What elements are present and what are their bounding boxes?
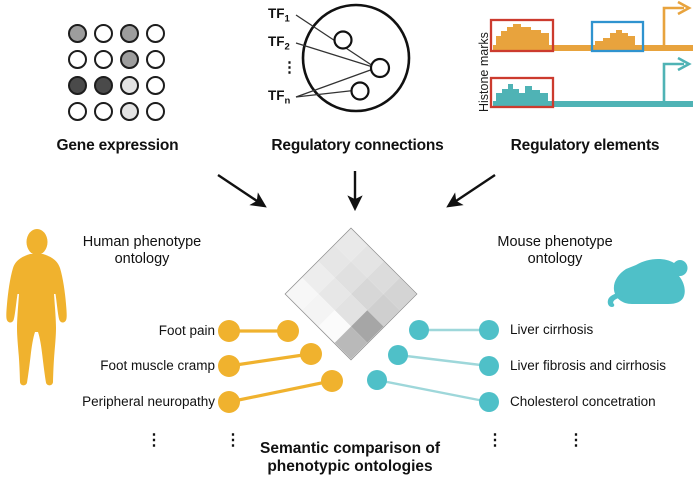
gene-cell-0-3 xyxy=(146,24,165,43)
tf-label-1-text: TF xyxy=(268,6,285,21)
human-term-2: Foot muscle cramp xyxy=(100,358,215,373)
mouse-tss-arrowhead xyxy=(677,56,692,72)
gene-cell-0-2 xyxy=(120,24,139,43)
human-silhouette-icon xyxy=(6,229,67,386)
gene-cell-3-0 xyxy=(68,102,87,121)
mouse-link-2 xyxy=(397,353,490,368)
gene-cell-2-0 xyxy=(68,76,87,95)
gene-cell-2-2 xyxy=(120,76,139,95)
figure-caption-line1: Semantic comparison of xyxy=(259,440,440,457)
gene-cell-0-1 xyxy=(94,24,113,43)
human-link-2 xyxy=(228,352,311,368)
human-peak-right xyxy=(595,30,635,45)
mouse-link-3 xyxy=(376,378,490,404)
edge-tfn-node3 xyxy=(295,89,359,98)
human-tss-stem xyxy=(662,6,684,45)
regulatory-connections-graphic xyxy=(295,3,411,113)
regulatory-elements-graphic xyxy=(489,0,693,109)
gene-cell-2-1 xyxy=(94,76,113,95)
panel-title-gene-expression: Gene expression xyxy=(56,137,179,154)
human-ontology-label-line1: Human phenotype xyxy=(82,234,202,250)
bottom-ellipsis-4: ⋮ xyxy=(568,432,584,449)
human-node-inner-2 xyxy=(300,343,322,365)
mouse-silhouette-icon xyxy=(607,259,688,307)
tf-label-1-sub: 1 xyxy=(284,13,290,25)
gene-expression-grid xyxy=(66,22,170,126)
red-box-bottom xyxy=(489,76,555,109)
tf-label-n: TFn xyxy=(268,88,290,107)
figure-caption: Semantic comparison of phenotypic ontolo… xyxy=(0,440,700,476)
bottom-ellipsis-1: ⋮ xyxy=(146,432,162,449)
tf-label-2-sub: 2 xyxy=(284,41,290,53)
mouse-term-1: Liver cirrhosis xyxy=(510,322,594,337)
blue-box-top xyxy=(590,20,645,53)
red-box-top xyxy=(489,18,555,53)
mouse-genome-track xyxy=(493,101,693,107)
gene-cell-1-2 xyxy=(120,50,139,69)
tf-label-n-text: TF xyxy=(268,88,285,103)
mouse-node-outer-1 xyxy=(479,320,499,340)
figure-caption-line2: phenotypic ontologies xyxy=(267,458,433,475)
gene-cell-0-0 xyxy=(68,24,87,43)
human-term-3: Peripheral neuropathy xyxy=(82,394,215,409)
panel-title-regulatory-connections: Regulatory connections xyxy=(271,137,444,154)
gene-cell-3-1 xyxy=(94,102,113,121)
mouse-tss-stem xyxy=(662,62,684,101)
gene-cell-2-3 xyxy=(146,76,165,95)
human-node-inner-3 xyxy=(321,370,343,392)
panel-title-regulatory-elements: Regulatory elements xyxy=(510,137,660,154)
nucleus-circle xyxy=(301,3,411,113)
tf-ellipsis: ⋮ xyxy=(282,59,297,76)
mouse-term-3: Cholesterol concetration xyxy=(510,394,656,409)
human-peak-left xyxy=(496,24,549,45)
regulatory-elements-panel: Histone marks xyxy=(455,0,700,130)
tf-label-2: TF2 xyxy=(268,34,290,53)
mouse-ontology-label-line2: ontology xyxy=(527,251,583,267)
gene-cell-3-2 xyxy=(120,102,139,121)
mouse-node-inner-3 xyxy=(367,370,387,390)
edge-tfn-target xyxy=(295,67,377,98)
human-term-1: Foot pain xyxy=(158,323,215,338)
tf-label-n-sub: n xyxy=(284,95,291,107)
edge-tf2-target xyxy=(295,42,377,69)
flow-arrows xyxy=(217,171,496,212)
arrow-down-left xyxy=(446,174,496,208)
gene-cell-1-0 xyxy=(68,50,87,69)
arrow-down-right xyxy=(217,174,267,208)
bottom-ellipsis-3: ⋮ xyxy=(487,432,503,449)
human-node-inner-1 xyxy=(277,320,299,342)
mouse-ontology-label-line1: Mouse phenotype xyxy=(497,234,613,250)
gene-cell-3-3 xyxy=(146,102,165,121)
human-tss-arrowhead xyxy=(677,0,692,16)
mouse-node-inner-2 xyxy=(388,345,408,365)
gene-node-3 xyxy=(350,81,370,101)
mouse-node-inner-1 xyxy=(409,320,429,340)
regulatory-connections-panel: TF1 TF2 ⋮ TFn xyxy=(258,0,458,130)
human-link-3 xyxy=(228,379,332,404)
bottom-ellipsis-2: ⋮ xyxy=(225,432,241,449)
human-ontology-label-line2: ontology xyxy=(114,251,170,267)
gene-cell-1-1 xyxy=(94,50,113,69)
gene-cell-1-3 xyxy=(146,50,165,69)
tf-label-1: TF1 xyxy=(268,6,290,25)
mouse-peak-left xyxy=(496,84,548,101)
mouse-ontology-label: Mouse phenotype ontology xyxy=(470,234,640,268)
mouse-term-2: Liver fibrosis and cirrhosis xyxy=(510,358,667,373)
gene-node-2 xyxy=(369,57,391,79)
gene-node-1 xyxy=(333,30,353,50)
mouse-node-outer-3 xyxy=(479,392,499,412)
mouse-node-outer-2 xyxy=(479,356,499,376)
human-node-outer-1 xyxy=(218,320,240,342)
tf-label-2-text: TF xyxy=(268,34,285,49)
human-node-outer-3 xyxy=(218,391,240,413)
human-ontology-label: Human phenotype ontology xyxy=(62,234,222,268)
human-node-outer-2 xyxy=(218,355,240,377)
